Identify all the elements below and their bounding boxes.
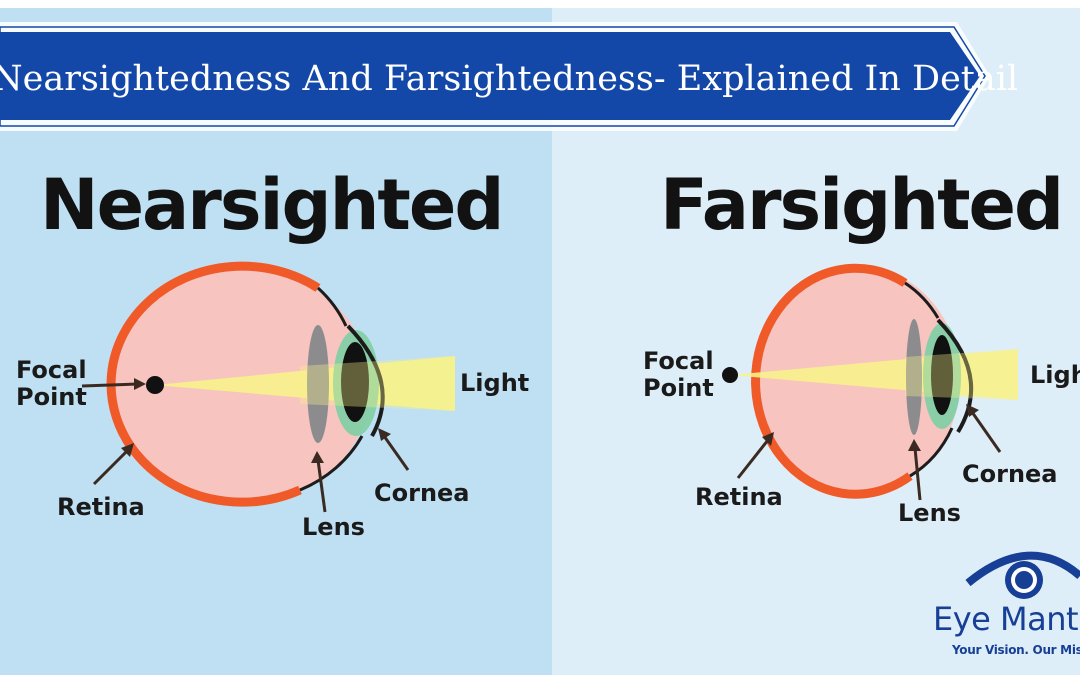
far-cornea-arrow	[970, 411, 1002, 453]
near-focal-label-line1: Focal	[16, 356, 87, 384]
far-retina	[751, 263, 913, 499]
far-beam-overlay	[905, 349, 1018, 400]
farsighted-eye	[722, 263, 1018, 501]
far-cornea	[936, 318, 974, 434]
far-retina-arrow	[736, 439, 770, 479]
far-light-label: Ligh	[1030, 361, 1080, 389]
near-retina-label: Retina	[57, 493, 145, 521]
far-sclera-outline	[904, 281, 940, 319]
near-sclera-outline	[316, 286, 348, 327]
near-focal-label: Focal Point	[16, 357, 87, 411]
farsighted-heading: Farsighted	[660, 164, 1064, 246]
far-focal-label: Focal Point	[643, 348, 714, 402]
far-focal-label-line1: Focal	[643, 347, 714, 375]
far-focal-label-line2: Point	[643, 374, 714, 402]
near-lens	[307, 325, 329, 443]
near-cornea-arrow	[382, 435, 410, 471]
near-lens-arrow	[316, 459, 327, 513]
near-focal-arrow	[81, 382, 139, 388]
banner-title: Nearsightedness And Farsightedness- Expl…	[0, 59, 1019, 99]
near-beam-overlay	[300, 356, 455, 411]
nearsighted-eye	[81, 261, 455, 513]
near-pupil	[341, 342, 369, 422]
eye-icon	[965, 551, 1080, 599]
near-focal-point	[146, 376, 164, 394]
far-lens-label: Lens	[898, 499, 961, 527]
near-cornea	[346, 324, 385, 437]
logo-name: Eye Mant	[933, 600, 1079, 638]
title-banner	[0, 22, 990, 131]
near-sclera-outline-lower	[299, 435, 364, 492]
far-lens	[906, 319, 922, 435]
far-sclera-outline-lower	[909, 427, 954, 478]
logo-tagline: Your Vision. Our Missi	[952, 643, 1080, 657]
near-light-label: Light	[460, 369, 530, 397]
far-focal-point	[722, 367, 738, 383]
near-focal-label-line2: Point	[16, 383, 87, 411]
near-light-beam	[155, 356, 455, 411]
near-lens-label: Lens	[302, 513, 365, 541]
near-retina-arrow	[92, 448, 130, 486]
far-lens-arrow	[913, 447, 922, 501]
far-pupil	[931, 335, 953, 415]
near-cornea-label: Cornea	[374, 479, 470, 507]
far-retina-label: Retina	[695, 483, 783, 511]
far-cornea-label: Cornea	[962, 460, 1058, 488]
nearsighted-heading: Nearsighted	[40, 164, 504, 246]
near-retina	[106, 261, 321, 507]
